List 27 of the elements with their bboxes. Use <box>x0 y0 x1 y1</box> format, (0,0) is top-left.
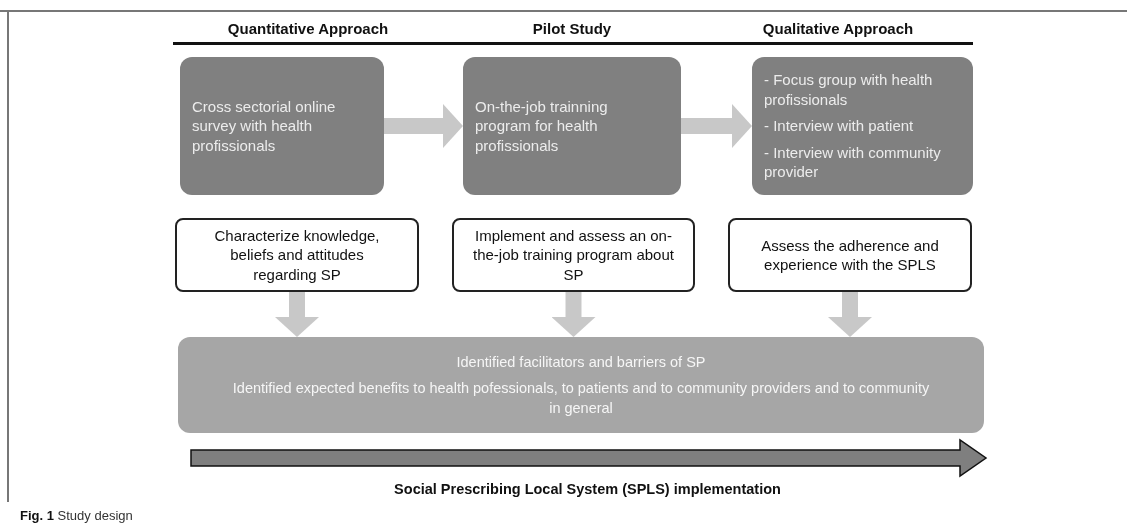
method-box <box>752 57 973 195</box>
box-text: - Interview with patient <box>764 116 914 136</box>
box-text: - Interview with community provider <box>764 142 942 182</box>
block-arrow <box>275 292 319 337</box>
box-text: On-the-job trainning program for health profissionals <box>475 96 609 156</box>
box-text: - Focus group with health profissionals <box>764 70 934 110</box>
method-box <box>463 57 681 195</box>
column-heading: Qualitative Approach <box>762 20 914 37</box>
box-text: Cross sectorial online survey with health profissionals <box>192 96 337 156</box>
objective-box <box>175 218 419 292</box>
block-arrow <box>828 292 872 337</box>
figure-caption: Fig. 1 Study design <box>20 508 133 523</box>
box-text: Characterize knowledge, beliefs and attitudes regarding SP <box>213 225 381 285</box>
box-text: Identified facilitators and barriers of SP <box>456 352 706 372</box>
objective-box <box>728 218 972 292</box>
block-arrow <box>681 104 752 148</box>
axis-label: Social Prescribing Local System (SPLS) implementation <box>393 481 782 497</box>
objective-box <box>452 218 695 292</box>
block-arrow <box>384 104 463 148</box>
box-text: Identified expected benefits to health pofessionals, to patients and to community providers and to community in general <box>231 378 931 419</box>
box-text: Assess the adherence and experience with the SPLS <box>760 235 940 275</box>
box-text: Implement and assess an on-the-job training program about SP <box>472 225 675 285</box>
method-box <box>180 57 384 195</box>
outcome-box <box>178 337 984 433</box>
column-heading: Pilot Study <box>532 20 612 37</box>
block-arrow <box>551 292 596 337</box>
column-heading: Quantitative Approach <box>227 20 389 37</box>
